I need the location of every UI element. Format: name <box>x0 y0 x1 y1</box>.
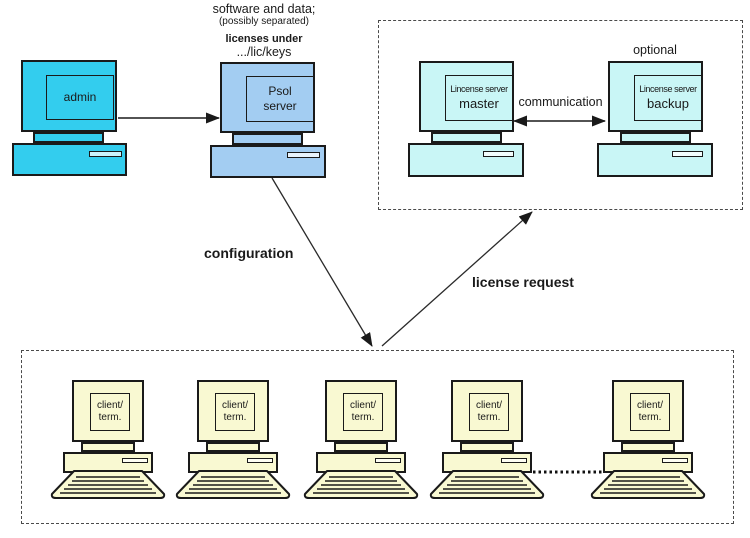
monitor: client/ term. <box>325 380 397 442</box>
license-server-backup-computer: Lincense server backup <box>597 61 714 178</box>
screen: admin <box>46 75 114 120</box>
computer-label-line1: client/ <box>96 399 124 411</box>
license-request-label: license request <box>472 274 574 290</box>
monitor-stand <box>460 442 514 452</box>
client-terminal-3: client/ term. <box>301 380 421 510</box>
monitor-stand <box>232 133 303 145</box>
computer-label-line2: term. <box>223 412 247 423</box>
note-possibly-separated-line: (possibly separated) <box>218 16 310 28</box>
screen: client/ term. <box>630 393 670 431</box>
monitor: admin <box>21 60 117 132</box>
computer-label-line1: client/ <box>221 399 249 411</box>
license-server-group-box <box>378 20 743 210</box>
keyboard-icon <box>590 470 706 499</box>
screen: client/ term. <box>90 393 130 431</box>
keyboard-icon <box>175 470 291 499</box>
client-group-box <box>21 350 734 524</box>
computer-label: admin <box>63 90 97 104</box>
monitor-stand <box>33 132 104 143</box>
monitor: client/ term. <box>612 380 684 442</box>
disk-slot <box>89 151 122 157</box>
keyboard-icon <box>303 470 419 499</box>
computer-label-line1: Psol <box>268 84 292 98</box>
note-licenses-under-line: licenses under <box>225 32 303 45</box>
monitor: client/ term. <box>72 380 144 442</box>
disk-slot <box>662 458 688 463</box>
note-software-line: software and data; <box>212 2 316 16</box>
computer-base <box>210 145 326 178</box>
computer-label-line2: term. <box>351 412 375 423</box>
monitor-stand <box>334 442 388 452</box>
screen: client/ term. <box>343 393 383 431</box>
computer-label-line2: term. <box>477 412 501 423</box>
disk-slot <box>672 151 703 157</box>
screen: Lincense server backup <box>634 75 702 121</box>
license-server-master-computer: Lincense server master <box>408 61 525 178</box>
client-terminal-2: client/ term. <box>173 380 293 510</box>
computer-base <box>597 143 713 177</box>
computer-base <box>12 143 127 176</box>
disk-slot <box>483 151 514 157</box>
admin-computer: admin <box>12 60 128 178</box>
software-data-note: software and data; (possibly separated) … <box>158 2 370 59</box>
computer-label-line2: master <box>459 96 499 111</box>
computer-label-line1: client/ <box>636 399 664 411</box>
monitor-stand <box>620 132 691 143</box>
client-terminal-1: client/ term. <box>48 380 168 510</box>
computer-label-line1: client/ <box>349 399 377 411</box>
monitor: Psol server <box>220 62 315 133</box>
client-terminal-5: client/ term. <box>588 380 708 510</box>
keyboard-icon <box>50 470 166 499</box>
optional-label: optional <box>633 43 677 57</box>
monitor-stand <box>81 442 135 452</box>
monitor-stand <box>206 442 260 452</box>
computer-label-line1: Lincense server <box>639 83 697 94</box>
monitor: Lincense server master <box>419 61 514 132</box>
disk-slot <box>122 458 148 463</box>
computer-label-line2: term. <box>98 412 122 423</box>
disk-slot <box>247 458 273 463</box>
monitor: Lincense server backup <box>608 61 703 132</box>
monitor: client/ term. <box>451 380 523 442</box>
screen: Lincense server master <box>445 75 513 121</box>
screen: Psol server <box>246 76 314 122</box>
screen: client/ term. <box>469 393 509 431</box>
computer-base <box>408 143 524 177</box>
communication-label: communication <box>518 95 603 109</box>
disk-slot <box>287 152 320 158</box>
computer-label-line1: client/ <box>475 399 503 411</box>
computer-label-line2: backup <box>647 96 689 111</box>
computer-label-line2: term. <box>638 412 662 423</box>
disk-slot <box>375 458 401 463</box>
monitor: client/ term. <box>197 380 269 442</box>
monitor-stand <box>621 442 675 452</box>
disk-slot <box>501 458 527 463</box>
monitor-stand <box>431 132 502 143</box>
client-terminal-4: client/ term. <box>427 380 547 510</box>
screen: client/ term. <box>215 393 255 431</box>
keyboard-icon <box>429 470 545 499</box>
computer-label-line1: Lincense server <box>450 83 508 94</box>
configuration-label: configuration <box>204 245 294 261</box>
configuration-arrow <box>271 177 373 347</box>
psol-server-computer: Psol server <box>210 62 327 179</box>
note-lic-keys-path: .../lic/keys <box>236 44 292 59</box>
computer-label-line2: server <box>263 99 297 113</box>
